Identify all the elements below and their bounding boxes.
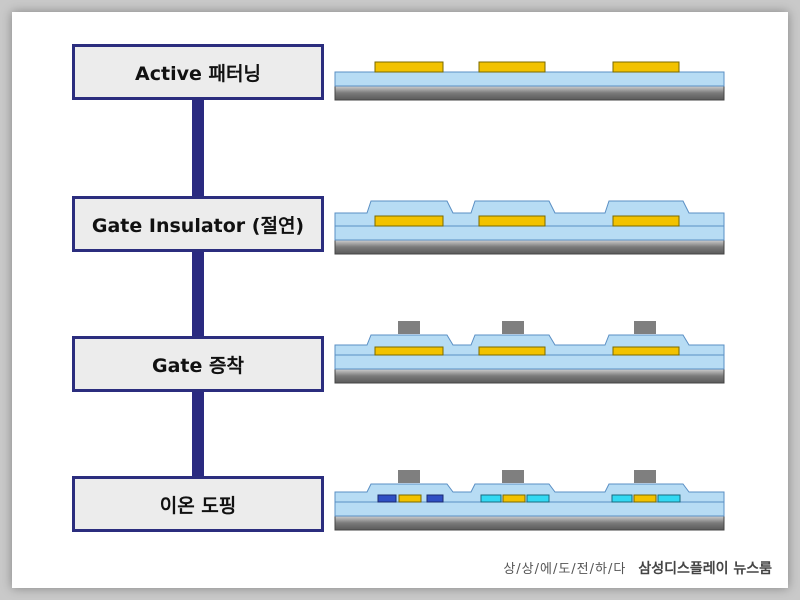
doped-region — [657, 494, 681, 503]
channel-region — [633, 494, 657, 503]
cross-section-active-patterning — [334, 61, 725, 101]
step-label: Gate 증착 — [152, 354, 244, 377]
step-gate-deposition: Gate 증착 — [72, 336, 324, 392]
connector-line-2 — [192, 252, 204, 336]
doped-region — [611, 494, 633, 503]
buffer-layer — [334, 501, 725, 517]
active-island — [612, 346, 680, 356]
channel-region — [502, 494, 526, 503]
connector-line-1 — [192, 100, 204, 196]
doped-region — [480, 494, 502, 503]
cross-section-gate-insulator — [334, 200, 725, 255]
buffer-layer — [334, 225, 725, 241]
gate-electrode — [634, 470, 656, 483]
active-island — [374, 215, 444, 227]
step-label: 이온 도핑 — [159, 494, 237, 517]
step-label: Gate Insulator (절연) — [91, 214, 305, 237]
substrate-layer — [334, 368, 725, 384]
doped-region — [377, 494, 397, 503]
substrate-layer — [334, 515, 725, 531]
substrate-layer — [334, 85, 725, 101]
footer-credit: 상/상/에/도/전/하/다 삼성디스플레이 뉴스룸 — [503, 558, 772, 578]
active-island — [374, 61, 444, 73]
gate-electrode — [634, 321, 656, 334]
cross-section-ion-doping — [334, 470, 725, 531]
buffer-layer — [334, 354, 725, 370]
channel-region — [398, 494, 422, 503]
doped-region — [426, 494, 444, 503]
footer-slogan: 상/상/에/도/전/하/다 — [503, 562, 627, 577]
active-island — [612, 215, 680, 227]
gate-electrode — [502, 321, 524, 334]
doped-region — [526, 494, 550, 503]
gate-electrode — [502, 470, 524, 483]
active-island — [374, 346, 444, 356]
step-label: Active 패터닝 — [135, 62, 261, 85]
active-island — [478, 61, 546, 73]
gate-electrode — [398, 321, 420, 334]
step-ion-doping: 이온 도핑 — [72, 476, 324, 532]
step-gate-insulator: Gate Insulator (절연) — [72, 196, 324, 252]
substrate-layer — [334, 239, 725, 255]
active-island — [612, 61, 680, 73]
buffer-layer — [334, 71, 725, 87]
step-active-patterning: Active 패터닝 — [72, 44, 324, 100]
active-island — [478, 346, 546, 356]
cross-section-gate-deposition — [334, 321, 725, 384]
active-island — [478, 215, 546, 227]
connector-line-3 — [192, 392, 204, 476]
gate-electrode — [398, 470, 420, 483]
footer-brand: 삼성디스플레이 뉴스룸 — [638, 561, 772, 577]
